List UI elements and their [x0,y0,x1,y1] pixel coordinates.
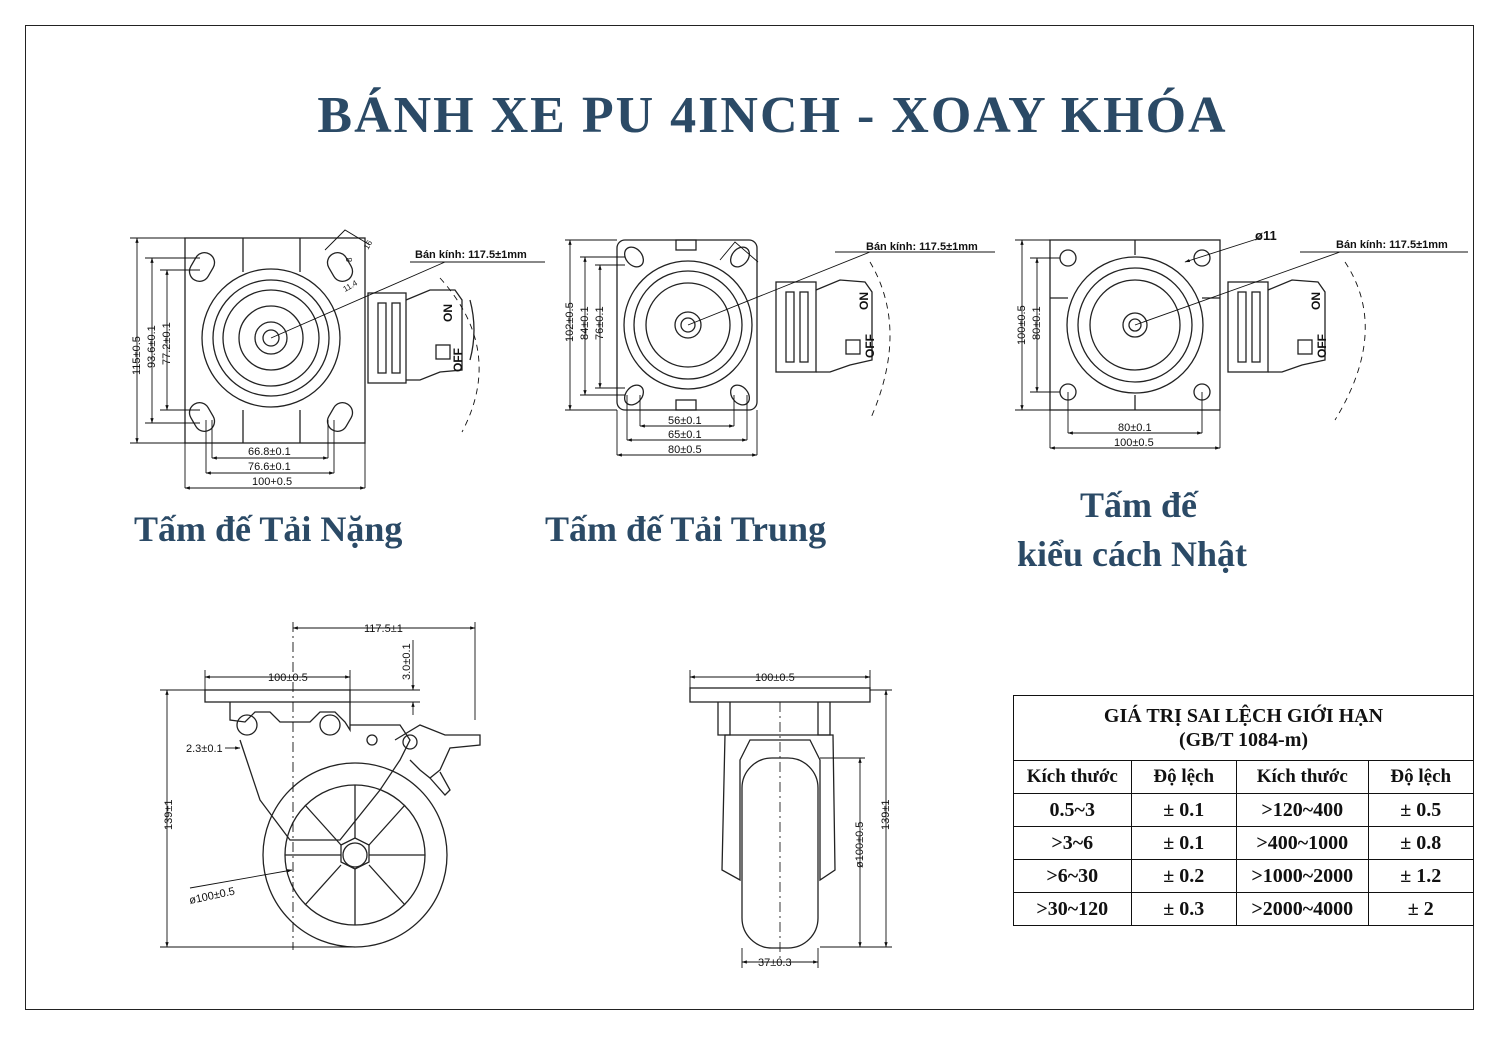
off-label-heavy: OFF [451,348,465,372]
side-gap: 2.3±0.1 [186,743,223,755]
side-height: 139±1 [163,799,175,830]
on-label-heavy: ON [441,304,455,322]
caption-medium: Tấm đế Tải Trung [545,509,827,549]
radius-label-medium: Bán kính: 117.5±1mm [866,241,978,253]
radius-label-japan: Bán kính: 117.5±1mm [1336,239,1448,251]
off-label-japan: OFF [1315,334,1329,358]
table-title-cell: GIÁ TRỊ SAI LỆCH GIỚI HẠN (GB/T 1084-m) [1013,695,1474,761]
japan-plate-dimensions [1015,237,1468,450]
caption-japan-line2: kiểu cách Nhật [1017,534,1248,574]
medium-plate-top-view [616,239,873,411]
front-height: 139±1 [880,799,892,830]
heavy-w2: 76.6±0.1 [248,461,291,473]
table-cell: ± 0.8 [1367,826,1475,860]
heavy-plate-dimensions [130,229,545,490]
table-cell: >30~120 [1013,892,1132,926]
side-thickness: 3.0±0.1 [401,643,413,680]
drawing-frame [25,25,1474,1010]
on-label-japan: ON [1309,292,1323,310]
radius-label-heavy: Bán kính: 117.5±1mm [415,249,527,261]
caption-japan-line1: Tấm đế [1080,485,1197,525]
table-cell: ± 0.1 [1130,826,1237,860]
medium-w3: 80±0.5 [668,444,702,456]
japan-plate-top-view [1049,239,1326,411]
table-cell: ± 0.1 [1130,793,1237,827]
table-cell: >2000~4000 [1235,892,1369,926]
table-header: Kích thước [1235,760,1369,794]
side-wheel: ø100±0.5 [188,886,236,907]
heavy-h-inner: 77.2±0.1 [161,322,173,365]
table-row: >6~30 ± 0.2 >1000~2000 ± 1.2 [1013,859,1475,893]
off-label-medium: OFF [863,334,877,358]
front-plate: 100±0.5 [755,672,795,684]
caster-side-view [204,689,481,948]
heavy-h-outer: 115±0.5 [131,336,143,375]
caption-heavy: Tấm đế Tải Nặng [134,509,403,549]
table-cell: ± 0.5 [1367,793,1475,827]
table-cell: >400~1000 [1235,826,1369,860]
side-view-dimensions [160,622,476,950]
heavy-w3: 100+0.5 [252,476,292,488]
table-row: >30~120 ± 0.3 >2000~4000 ± 2 [1013,892,1475,926]
japan-h-inner: 80±0.1 [1031,306,1043,340]
heavy-h-mid: 93.6±0.1 [146,325,158,368]
table-title: GIÁ TRỊ SAI LỆCH GIỚI HẠN [1103,705,1384,727]
japan-w1: 80±0.1 [1118,422,1152,434]
heavy-slot-1: 8 [345,257,354,262]
page-title: BÁNH XE PU 4INCH - XOAY KHÓA [317,87,1228,144]
heavy-slot-3: 11.4 [342,278,360,294]
japan-w2: 100±0.5 [1114,437,1154,449]
medium-plate-dimensions [565,239,995,457]
table-cell: >3~6 [1013,826,1132,860]
table-row: >3~6 ± 0.1 >400~1000 ± 0.8 [1013,826,1475,860]
table-cell: >1000~2000 [1235,859,1369,893]
medium-w2: 65±0.1 [668,429,702,441]
front-view-dimensions [689,670,892,968]
medium-h-outer: 102±0.5 [564,302,576,342]
table-header-row: Kích thước Độ lệch Kích thước Độ lệch [1013,760,1475,794]
table-subtitle: (GB/T 1084-m) [1178,729,1309,751]
medium-h-mid: 84±0.1 [579,306,591,340]
table-header: Kích thước [1013,760,1132,794]
japan-h-outer: 100±0.5 [1016,305,1028,345]
medium-h-inner: 76±0.1 [594,306,606,340]
side-offset: 117.5±1 [364,623,403,635]
heavy-plate-top-view [184,237,475,444]
medium-w1: 56±0.1 [668,415,702,427]
tolerance-table: GIÁ TRỊ SAI LỆCH GIỚI HẠN (GB/T 1084-m) … [1013,695,1475,926]
hole-label-japan: ø11 [1255,228,1277,243]
table-cell: ± 1.2 [1367,859,1475,893]
front-wheel: ø100±0.5 [854,822,866,868]
table-cell: ± 0.3 [1130,892,1237,926]
table-cell: >6~30 [1013,859,1132,893]
table-cell: >120~400 [1235,793,1369,827]
table-row: 0.5~3 ± 0.1 >120~400 ± 0.5 [1013,793,1475,827]
caster-front-view [689,687,871,960]
side-plate: 100±0.5 [268,672,308,684]
table-cell: ± 0.2 [1130,859,1237,893]
table-cell: 0.5~3 [1013,793,1132,827]
heavy-w1: 66.8±0.1 [248,446,291,458]
dimension-labels: Bán kính: 117.5±1mm ON OFF 66.8±0.1 76.6… [131,228,1448,969]
front-width: 37±0.3 [758,957,792,969]
table-header: Độ lệch [1130,760,1237,794]
heavy-slot-2: 16 [362,238,375,251]
table-header: Độ lệch [1367,760,1475,794]
on-label-medium: ON [857,292,871,310]
table-cell: ± 2 [1367,892,1475,926]
